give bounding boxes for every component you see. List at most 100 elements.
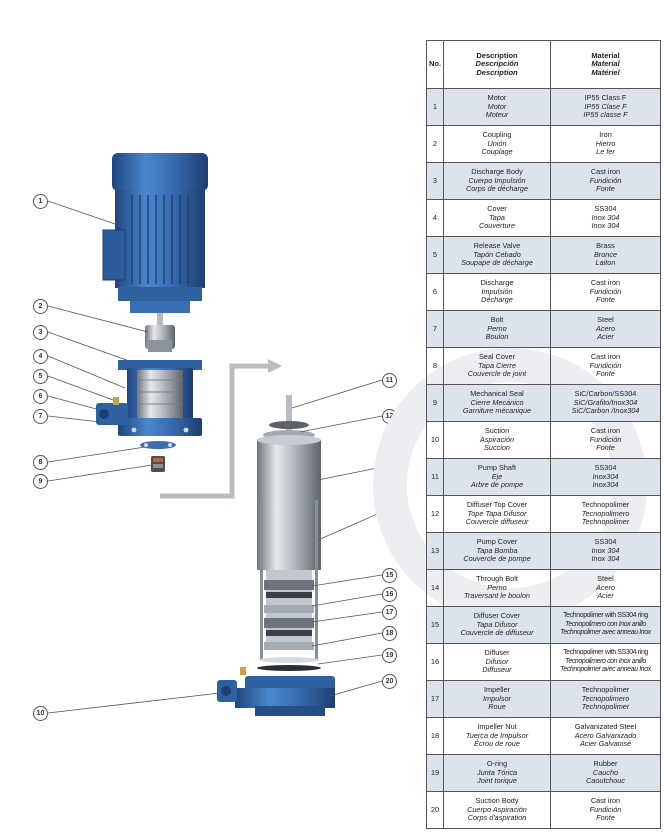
part-number: 15 xyxy=(426,606,444,644)
part-number: 11 xyxy=(426,458,444,496)
header-no: No. xyxy=(426,40,444,89)
callout-14: 14 xyxy=(382,505,397,520)
part-number: 8 xyxy=(426,347,444,385)
leader-lines xyxy=(47,200,383,714)
seal-cover-part xyxy=(140,441,176,449)
callout-3: 3 xyxy=(33,325,48,340)
part-number: 3 xyxy=(426,162,444,200)
callout-10: 10 xyxy=(33,706,48,721)
callout-13: 13 xyxy=(382,460,397,475)
callout-5: 5 xyxy=(33,369,48,384)
part-number: 12 xyxy=(426,495,444,533)
pump-illustration xyxy=(47,153,383,716)
callout-16: 16 xyxy=(382,587,397,602)
callout-7: 7 xyxy=(33,409,48,424)
callout-12: 12 xyxy=(382,409,397,424)
callout-1: 1 xyxy=(33,194,48,209)
part-number: 20 xyxy=(426,791,444,829)
part-number: 5 xyxy=(426,236,444,274)
callout-9: 9 xyxy=(33,474,48,489)
part-number: 6 xyxy=(426,273,444,311)
callout-2: 2 xyxy=(33,299,48,314)
callout-11: 11 xyxy=(382,373,397,388)
part-number: 16 xyxy=(426,643,444,681)
part-number: 2 xyxy=(426,125,444,163)
part-number: 13 xyxy=(426,532,444,570)
part-number: 7 xyxy=(426,310,444,348)
mechanical-seal-part xyxy=(151,456,165,472)
part-number: 10 xyxy=(426,421,444,459)
callout-19: 19 xyxy=(382,648,397,663)
pump-stack xyxy=(217,395,335,716)
exploded-pump-diagram: 1 2 3 4 5 6 7 8 9 10 11 12 13 14 15 16 1… xyxy=(33,153,397,721)
callout-4: 4 xyxy=(33,349,48,364)
flow-arrow xyxy=(160,363,268,499)
callout-8: 8 xyxy=(33,455,48,470)
part-number: 14 xyxy=(426,569,444,607)
flow-arrow-head xyxy=(268,359,282,373)
callout-17: 17 xyxy=(382,605,397,620)
part-number: 1 xyxy=(426,88,444,126)
motor-part xyxy=(102,153,208,325)
discharge-body-part xyxy=(96,360,202,436)
parts-table: No. Description Descripción Description … xyxy=(426,40,661,829)
part-number: 9 xyxy=(426,384,444,422)
callout-20: 20 xyxy=(382,674,397,689)
part-number: 18 xyxy=(426,717,444,755)
part-number: 4 xyxy=(426,199,444,237)
